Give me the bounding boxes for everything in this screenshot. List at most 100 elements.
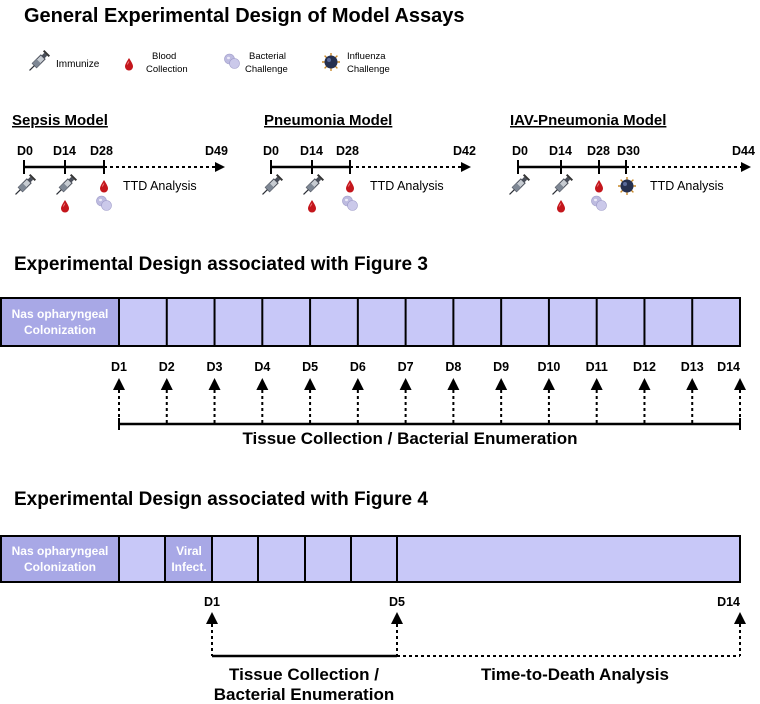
fig3-day-arrow <box>351 378 364 390</box>
fig3-day-label: D2 <box>159 360 175 374</box>
legend-blood-2: Collection <box>146 64 188 75</box>
fig3-day-label: D8 <box>445 360 461 374</box>
fig4-box-label-1: Nas opharyngeal <box>12 544 109 558</box>
fig3-day-arrow <box>590 378 603 390</box>
sepsis-end-day: D49 <box>205 144 228 158</box>
fig3-day-label: D1 <box>111 360 127 374</box>
fig4-viral-1: Viral <box>176 544 202 558</box>
blood-drop-icon <box>307 199 317 213</box>
fig3-day-arrow <box>734 378 746 390</box>
fig4-caption-1b: Bacterial Enumeration <box>214 685 394 704</box>
legend-bacterial-1: Bacterial <box>249 51 286 62</box>
fig3-day-arrow <box>208 378 221 390</box>
fig4-timeline: Nas opharyngeal Colonization Viral Infec… <box>0 535 746 704</box>
blood-drop-icon <box>99 179 109 193</box>
syringe-icon <box>259 173 284 198</box>
fig3-day-arrow <box>447 378 460 390</box>
iav-d0: D0 <box>512 144 528 158</box>
legend-bacterial-2: Challenge <box>245 64 288 75</box>
fig3-box-label-1: Nas opharyngeal <box>12 307 109 321</box>
syringe-icon <box>300 173 325 198</box>
fig3-day-label: D4 <box>254 360 270 374</box>
bacteria-icon <box>591 195 607 211</box>
syringe-icon <box>549 173 574 198</box>
fig3-day-arrow <box>495 378 508 390</box>
fig4-d14: D14 <box>717 595 740 609</box>
fig3-day-label: D7 <box>398 360 414 374</box>
iav-d28: D28 <box>587 144 610 158</box>
blood-drop-icon <box>345 179 355 193</box>
fig4-d5: D5 <box>389 595 405 609</box>
iav-d14: D14 <box>549 144 572 158</box>
fig3-day-label: D11 <box>586 360 608 374</box>
fig3-day-arrow <box>542 378 555 390</box>
sepsis-model: Sepsis Model D0 D14 D28 D49 TTD Analysis <box>12 112 228 213</box>
fig3-day-arrow <box>686 378 699 390</box>
bacteria-icon <box>224 53 240 69</box>
fig4-box-label-2: Colonization <box>24 560 96 574</box>
virus-icon <box>321 52 341 72</box>
pneumonia-model: Pneumonia Model D0 D14 D28 D42 TTD Analy… <box>259 112 476 213</box>
bacteria-icon <box>342 195 358 211</box>
bacteria-icon <box>96 195 112 211</box>
pneumonia-d14: D14 <box>300 144 323 158</box>
iav-title: IAV-Pneumonia Model <box>510 112 666 129</box>
virus-icon <box>617 176 637 196</box>
fig3-colonization-box <box>0 297 120 347</box>
fig3-day-label: D3 <box>207 360 223 374</box>
fig3-day-arrow <box>638 378 651 390</box>
blood-drop-icon <box>60 199 70 213</box>
iav-end-day: D44 <box>732 144 755 158</box>
sepsis-ttd-label: TTD Analysis <box>123 179 197 193</box>
fig3-day-arrow <box>160 378 173 390</box>
blood-drop-icon <box>124 57 134 71</box>
pneumonia-end-day: D42 <box>453 144 476 158</box>
pneumonia-d28: D28 <box>336 144 359 158</box>
fig4-viral-2: Infect. <box>171 560 206 574</box>
pneumonia-ttd-label: TTD Analysis <box>370 179 444 193</box>
main-title: General Experimental Design of Model Ass… <box>24 5 465 27</box>
sepsis-title: Sepsis Model <box>12 112 108 129</box>
fig3-day-label: D5 <box>302 360 318 374</box>
sepsis-d28: D28 <box>90 144 113 158</box>
fig4-title: Experimental Design associated with Figu… <box>14 489 428 510</box>
blood-drop-icon <box>556 199 566 213</box>
iav-ttd-label: TTD Analysis <box>650 179 724 193</box>
fig3-title: Experimental Design associated with Figu… <box>14 254 428 275</box>
pneumonia-d0: D0 <box>263 144 279 158</box>
sepsis-d0: D0 <box>17 144 33 158</box>
fig3-day-arrow <box>399 378 412 390</box>
fig3-day-arrow <box>256 378 269 390</box>
legend-blood-1: Blood <box>152 51 176 62</box>
fig3-day-label: D10 <box>537 360 560 374</box>
blood-drop-icon <box>594 179 604 193</box>
fig3-day-arrow <box>304 378 317 390</box>
syringe-icon <box>506 173 531 198</box>
iav-d30: D30 <box>617 144 640 158</box>
iav-pneumonia-model: IAV-Pneumonia Model D0 D14 D28 D30 D44 T… <box>506 112 755 213</box>
fig3-day-label: D14 <box>717 360 740 374</box>
legend-influenza-1: Influenza <box>347 51 386 62</box>
syringe-icon <box>53 173 78 198</box>
fig4-viral-infect-box <box>164 535 213 583</box>
fig3-day-label: D12 <box>633 360 656 374</box>
fig3-day-label: D9 <box>493 360 509 374</box>
sepsis-d14: D14 <box>53 144 76 158</box>
fig3-day-label: D13 <box>681 360 704 374</box>
legend-immunize: Immunize <box>56 59 100 70</box>
fig4-caption-1a: Tissue Collection / <box>229 665 379 684</box>
syringe-icon <box>12 173 37 198</box>
fig3-timeline: Nas opharyngeal Colonization D1 D2 D3 D4 D5 D… <box>0 297 746 448</box>
fig3-day-label: D6 <box>350 360 366 374</box>
legend-influenza-2: Challenge <box>347 64 390 75</box>
fig3-box-label-2: Colonization <box>24 323 96 337</box>
fig3-caption: Tissue Collection / Bacterial Enumeratio… <box>242 429 577 448</box>
legend: Immunize Blood Collection Bacterial Chal… <box>26 49 390 75</box>
pneumonia-title: Pneumonia Model <box>264 112 392 129</box>
fig4-colonization-box <box>0 535 120 583</box>
syringe-icon <box>26 49 51 74</box>
fig4-caption-2: Time-to-Death Analysis <box>481 665 669 684</box>
fig3-day-arrow <box>113 378 125 390</box>
fig4-d1: D1 <box>204 595 220 609</box>
